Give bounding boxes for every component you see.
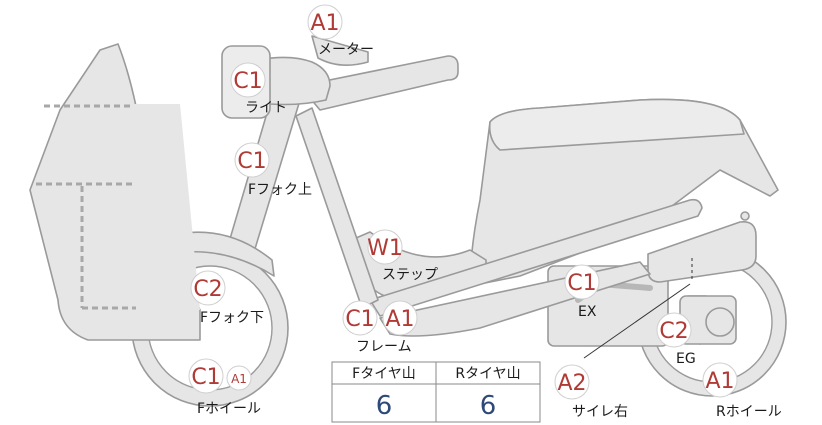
rear-tire-value: 6 bbox=[480, 391, 497, 421]
badge-code: C2 bbox=[193, 277, 222, 302]
badge-r-wheel[interactable]: A1 bbox=[702, 362, 738, 398]
headlight-cowl bbox=[257, 56, 331, 106]
tire-tread-table: Fタイヤ山 Rタイヤ山 6 6 bbox=[331, 361, 541, 423]
label-ex: EX bbox=[578, 304, 597, 320]
seat bbox=[488, 98, 745, 151]
label-fork-upper: Fフォク上 bbox=[248, 182, 312, 198]
badge-code: C1 bbox=[567, 271, 596, 296]
meter-housing bbox=[311, 35, 369, 66]
rear-tire-header: Rタイヤ山 bbox=[455, 366, 520, 382]
badge-code: C1 bbox=[237, 149, 266, 174]
front-tire-value: 6 bbox=[376, 391, 393, 421]
badge-fork-upper[interactable]: C1 bbox=[234, 142, 270, 178]
badge-frame-1[interactable]: C1 bbox=[342, 300, 378, 336]
badge-code: C1 bbox=[233, 69, 262, 94]
label-f-wheel: Fホイール bbox=[197, 401, 261, 417]
badge-code: A1 bbox=[385, 307, 414, 332]
rear-hub bbox=[705, 307, 735, 337]
label-fork-lower: Fフォク下 bbox=[200, 310, 264, 326]
badge-code: A2 bbox=[557, 371, 586, 396]
label-muffler-right: サイレ右 bbox=[572, 404, 628, 420]
badge-muffler-right[interactable]: A2 bbox=[554, 364, 590, 400]
badge-f-wheel-1[interactable]: C1 bbox=[188, 358, 224, 394]
label-light: ライト bbox=[245, 100, 287, 116]
label-frame: フレーム bbox=[356, 339, 412, 355]
badge-fork-lower[interactable]: C2 bbox=[190, 270, 226, 306]
badge-step[interactable]: W1 bbox=[367, 229, 403, 265]
muffler-box bbox=[647, 220, 757, 283]
leg-shield-fill bbox=[88, 104, 200, 310]
handlebar bbox=[299, 55, 459, 111]
front-tire-header: Fタイヤ山 bbox=[352, 366, 416, 382]
label-meter: メーター bbox=[318, 42, 374, 58]
badge-code: C1 bbox=[345, 307, 374, 332]
badge-code: A1 bbox=[310, 11, 339, 36]
leader-line bbox=[583, 283, 691, 359]
frame-rail-upper bbox=[369, 198, 703, 317]
label-r-wheel: Rホイール bbox=[716, 404, 782, 420]
badge-code: A1 bbox=[705, 369, 734, 394]
badge-f-wheel-2[interactable]: A1 bbox=[226, 365, 252, 391]
badge-frame-2[interactable]: A1 bbox=[382, 300, 418, 336]
badge-code: W1 bbox=[367, 236, 403, 261]
label-eg: EG bbox=[676, 351, 696, 367]
badge-ex[interactable]: C1 bbox=[564, 264, 600, 300]
down-tube bbox=[295, 107, 379, 309]
badge-meter[interactable]: A1 bbox=[307, 4, 343, 40]
bolt bbox=[740, 211, 750, 221]
badge-code: A1 bbox=[231, 372, 247, 386]
badge-light[interactable]: C1 bbox=[230, 62, 266, 98]
badge-code: C1 bbox=[191, 365, 220, 390]
badge-code: C2 bbox=[659, 319, 688, 344]
label-step: ステップ bbox=[382, 267, 438, 283]
badge-eg[interactable]: C2 bbox=[656, 312, 692, 348]
